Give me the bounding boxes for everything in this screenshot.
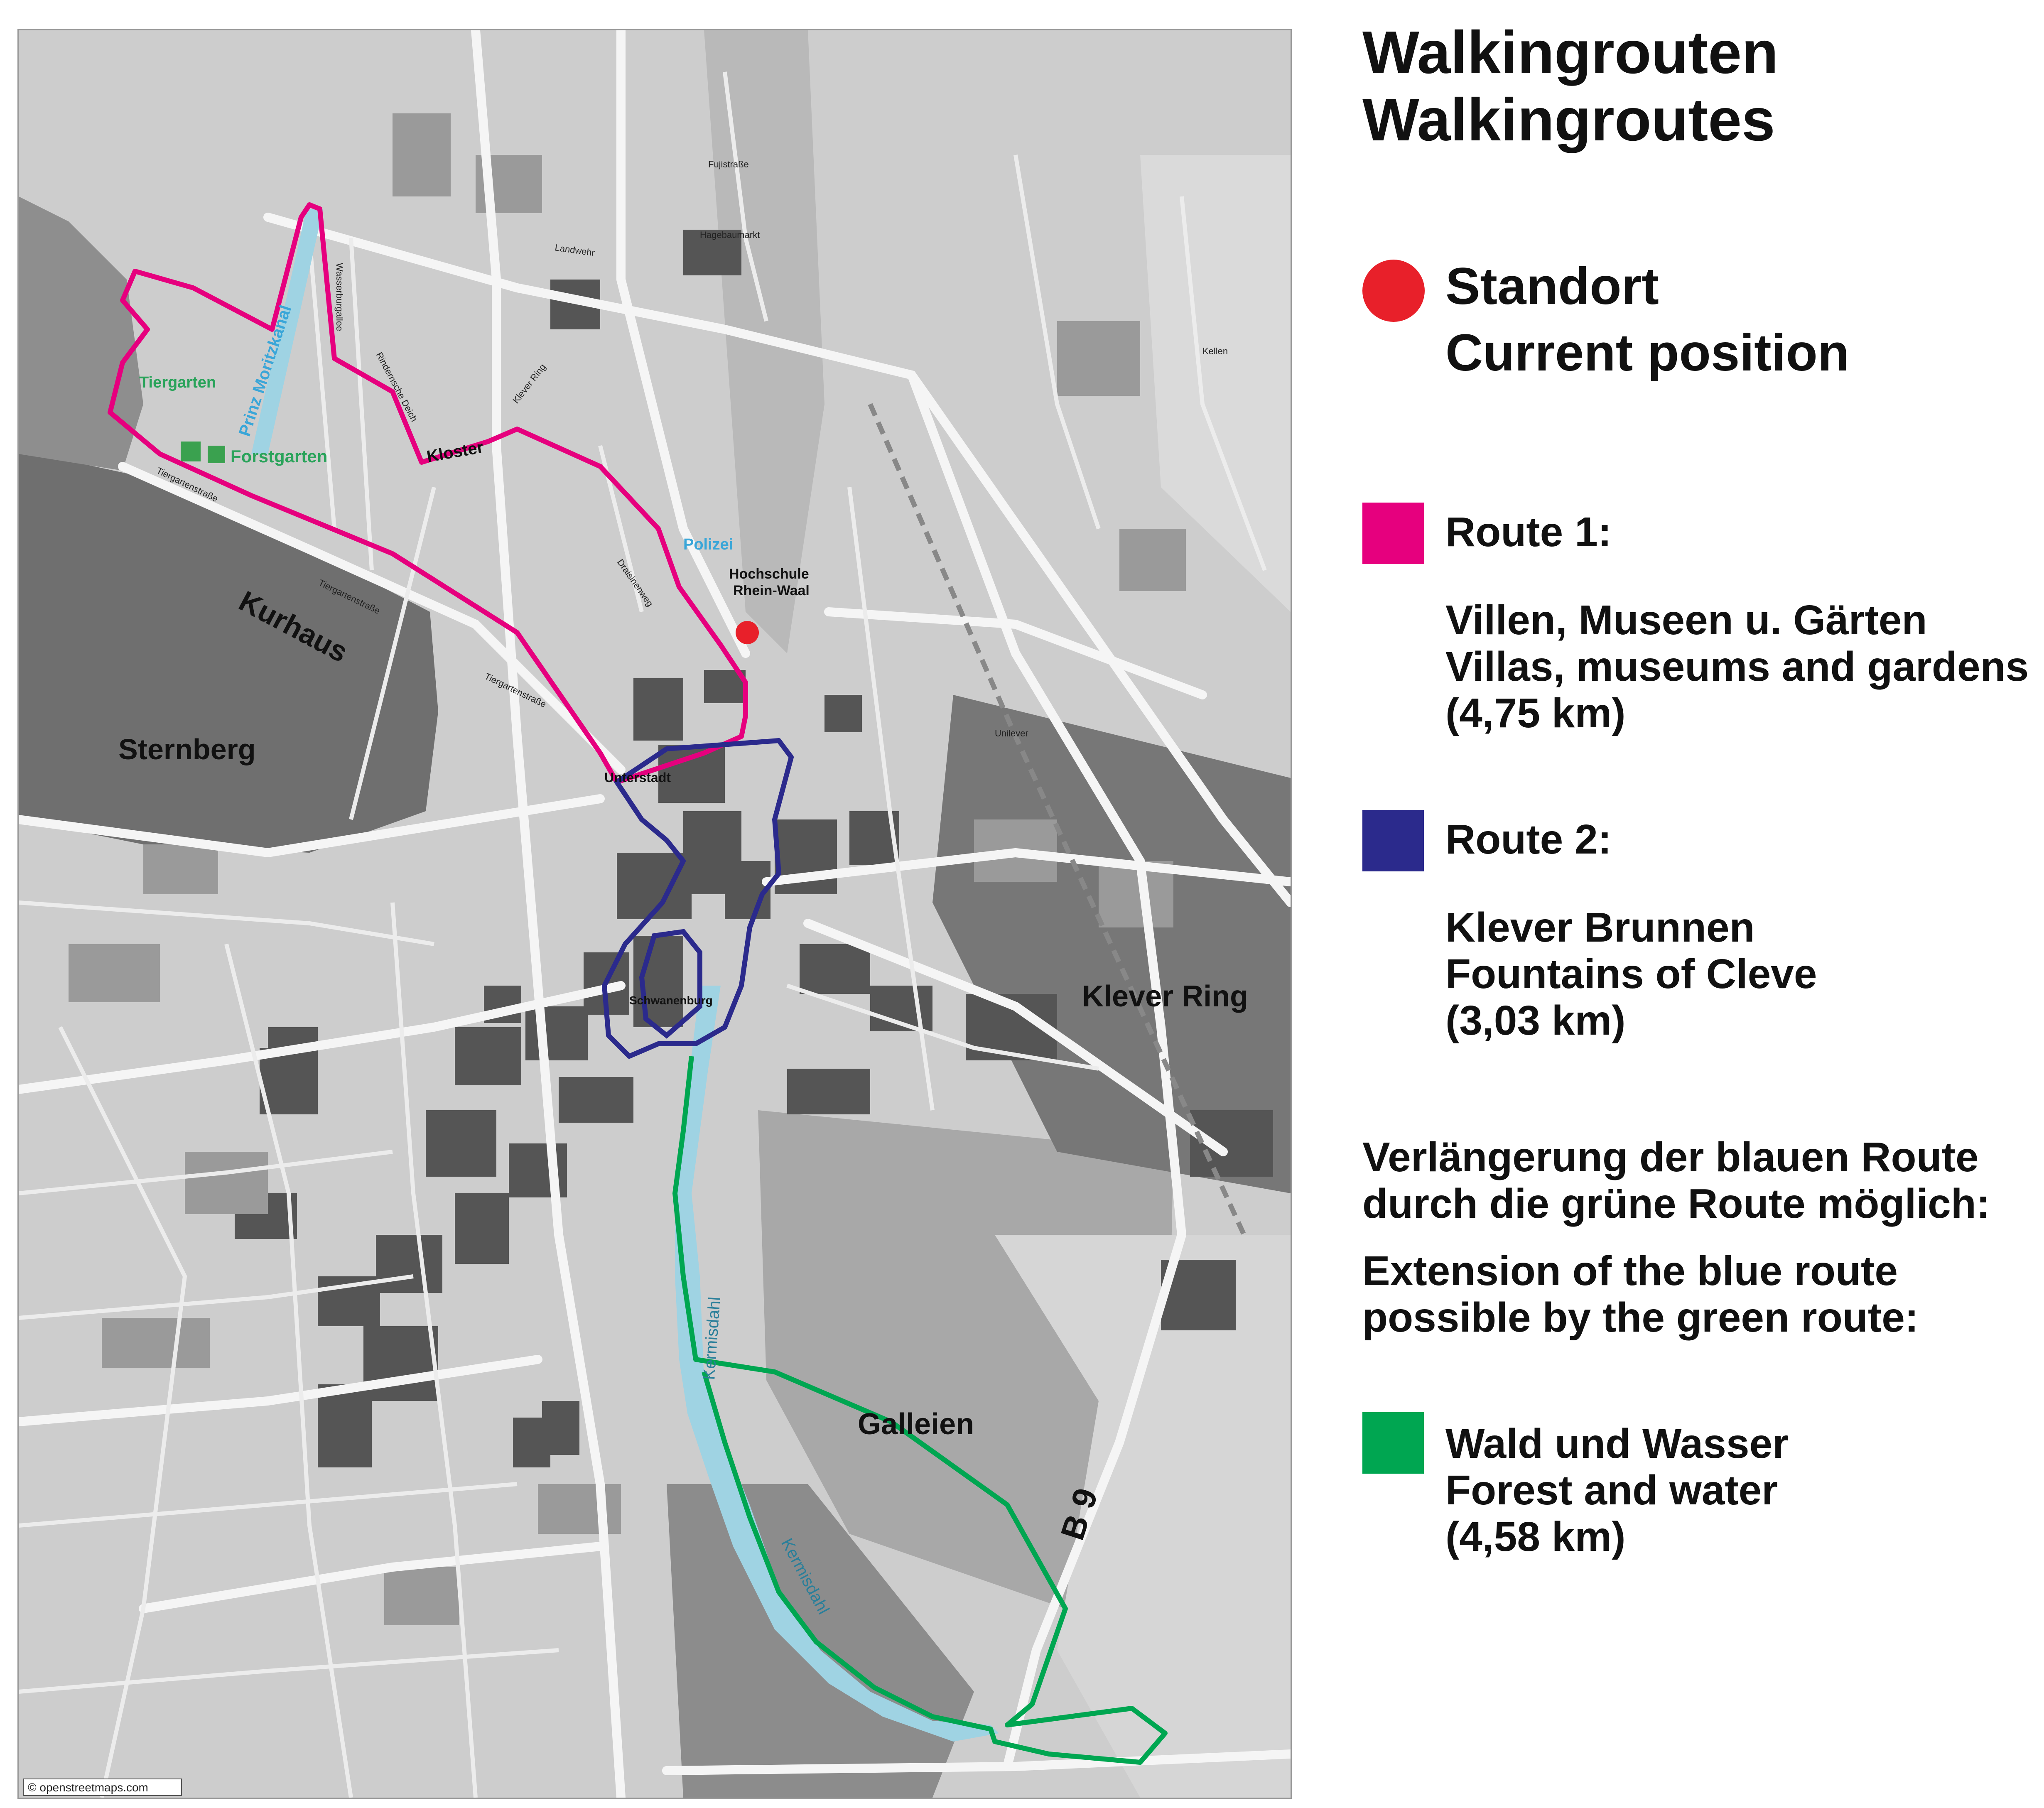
legend-extension-en1: Extension of the blue route [1362, 1248, 1898, 1294]
current-position-marker[interactable] [736, 621, 759, 644]
southeast-area [995, 1235, 1291, 1798]
legend-position: Standort Current position [1445, 253, 1849, 386]
area-label-galleien: Galleien [858, 1408, 974, 1441]
area-label-klever-ring: Klever Ring [1082, 980, 1248, 1013]
northeast-area [1140, 155, 1291, 612]
major-roads [19, 30, 1291, 1798]
legend-route2-line2: Fountains of Cleve [1445, 951, 1817, 997]
legend-panel: Walkingrouten Walkingroutes Standort Cur… [1362, 0, 2035, 1808]
area-label-sternberg: Sternberg [118, 733, 256, 765]
city-map[interactable]: Kurhaus Sternberg Klever Ring Galleien B… [17, 29, 1292, 1799]
legend-position-en: Current position [1445, 324, 1850, 382]
legend-title-en: Walkingroutes [1362, 86, 1775, 153]
legend-route2-title: Route 2: [1445, 816, 1612, 863]
legend-title: Walkingrouten Walkingroutes [1362, 19, 1779, 153]
legend-extension-de1: Verlängerung der blauen Route [1362, 1134, 1979, 1180]
forstgarten-square-1 [181, 442, 201, 461]
kermisdahl-river [675, 986, 999, 1742]
label-polizei: Polizei [683, 536, 733, 553]
legend-extension-en2: possible by the green route: [1362, 1294, 1919, 1341]
legend-route3-line2: Forest and water [1445, 1467, 1778, 1514]
legend-route1-line2: Villas, museums and gardens [1445, 643, 2029, 690]
route-2-path[interactable] [602, 738, 794, 1059]
legend-route1-line1: Villen, Museen u. Gärten [1445, 597, 1927, 643]
legend-route1-title: Route 1: [1445, 509, 1612, 555]
legend-title-de: Walkingrouten [1362, 19, 1779, 86]
legend-extension-de2: durch die grüne Route möglich: [1362, 1180, 1990, 1227]
old-town-buildings [235, 230, 1273, 1467]
minor-roads [19, 71, 1267, 1798]
legend-route3: Wald und Wasser Forest and water (4,58 k… [1445, 1420, 1789, 1560]
legend-route1: Route 1: Villen, Museen u. Gärten Villas… [1445, 509, 2029, 736]
forstgarten-square-2 [208, 446, 225, 463]
label-unilever: Unilever [995, 728, 1028, 738]
street-fujistrasse: Fujistraße [708, 159, 749, 169]
legend-route2: Route 2: Klever Brunnen Fountains of Cle… [1445, 816, 1817, 1044]
label-hochschule-2: Rhein-Waal [733, 583, 810, 599]
legend-extension: Verlängerung der blauen Route durch die … [1362, 1134, 1990, 1341]
legend-route2-swatch [1362, 810, 1424, 871]
label-kellen: Kellen [1202, 346, 1228, 356]
credit-box [23, 1779, 182, 1796]
legend-position-de: Standort [1445, 258, 1659, 315]
route-2-loop[interactable] [639, 929, 702, 1039]
legend-route1-swatch [1362, 503, 1424, 564]
label-unterstadt: Unterstadt [604, 770, 671, 785]
legend-position-dot [1362, 260, 1425, 322]
legend-route3-line1: Wald und Wasser [1445, 1420, 1789, 1467]
legend-route1-length: (4,75 km) [1445, 690, 1626, 736]
label-schwanenburg: Schwanenburg [629, 994, 713, 1007]
label-forstgarten: Forstgarten [231, 446, 327, 466]
label-hagebaumarkt: Hagebaumarkt [700, 230, 760, 240]
sternberg-forest [19, 450, 438, 853]
legend-route3-swatch [1362, 1412, 1424, 1474]
legend-route2-length: (3,03 km) [1445, 997, 1626, 1044]
railway [868, 403, 1247, 1236]
prinz-moritzkanal [251, 209, 323, 454]
route-3-path[interactable] [672, 1056, 1168, 1765]
route-1-path[interactable] [108, 202, 748, 785]
map-credit: © openstreetmaps.com [28, 1781, 148, 1794]
label-hochschule-1: Hochschule [729, 566, 809, 582]
legend-route3-length: (4,58 km) [1445, 1514, 1626, 1560]
street-wasserburgallee: Wasserburgallee [334, 263, 345, 331]
label-tiergarten: Tiergarten [139, 374, 216, 391]
legend-route2-line1: Klever Brunnen [1445, 904, 1755, 951]
residential-blocks [69, 113, 1186, 1625]
map-canvas: Kurhaus Sternberg Klever Ring Galleien B… [19, 30, 1291, 1798]
